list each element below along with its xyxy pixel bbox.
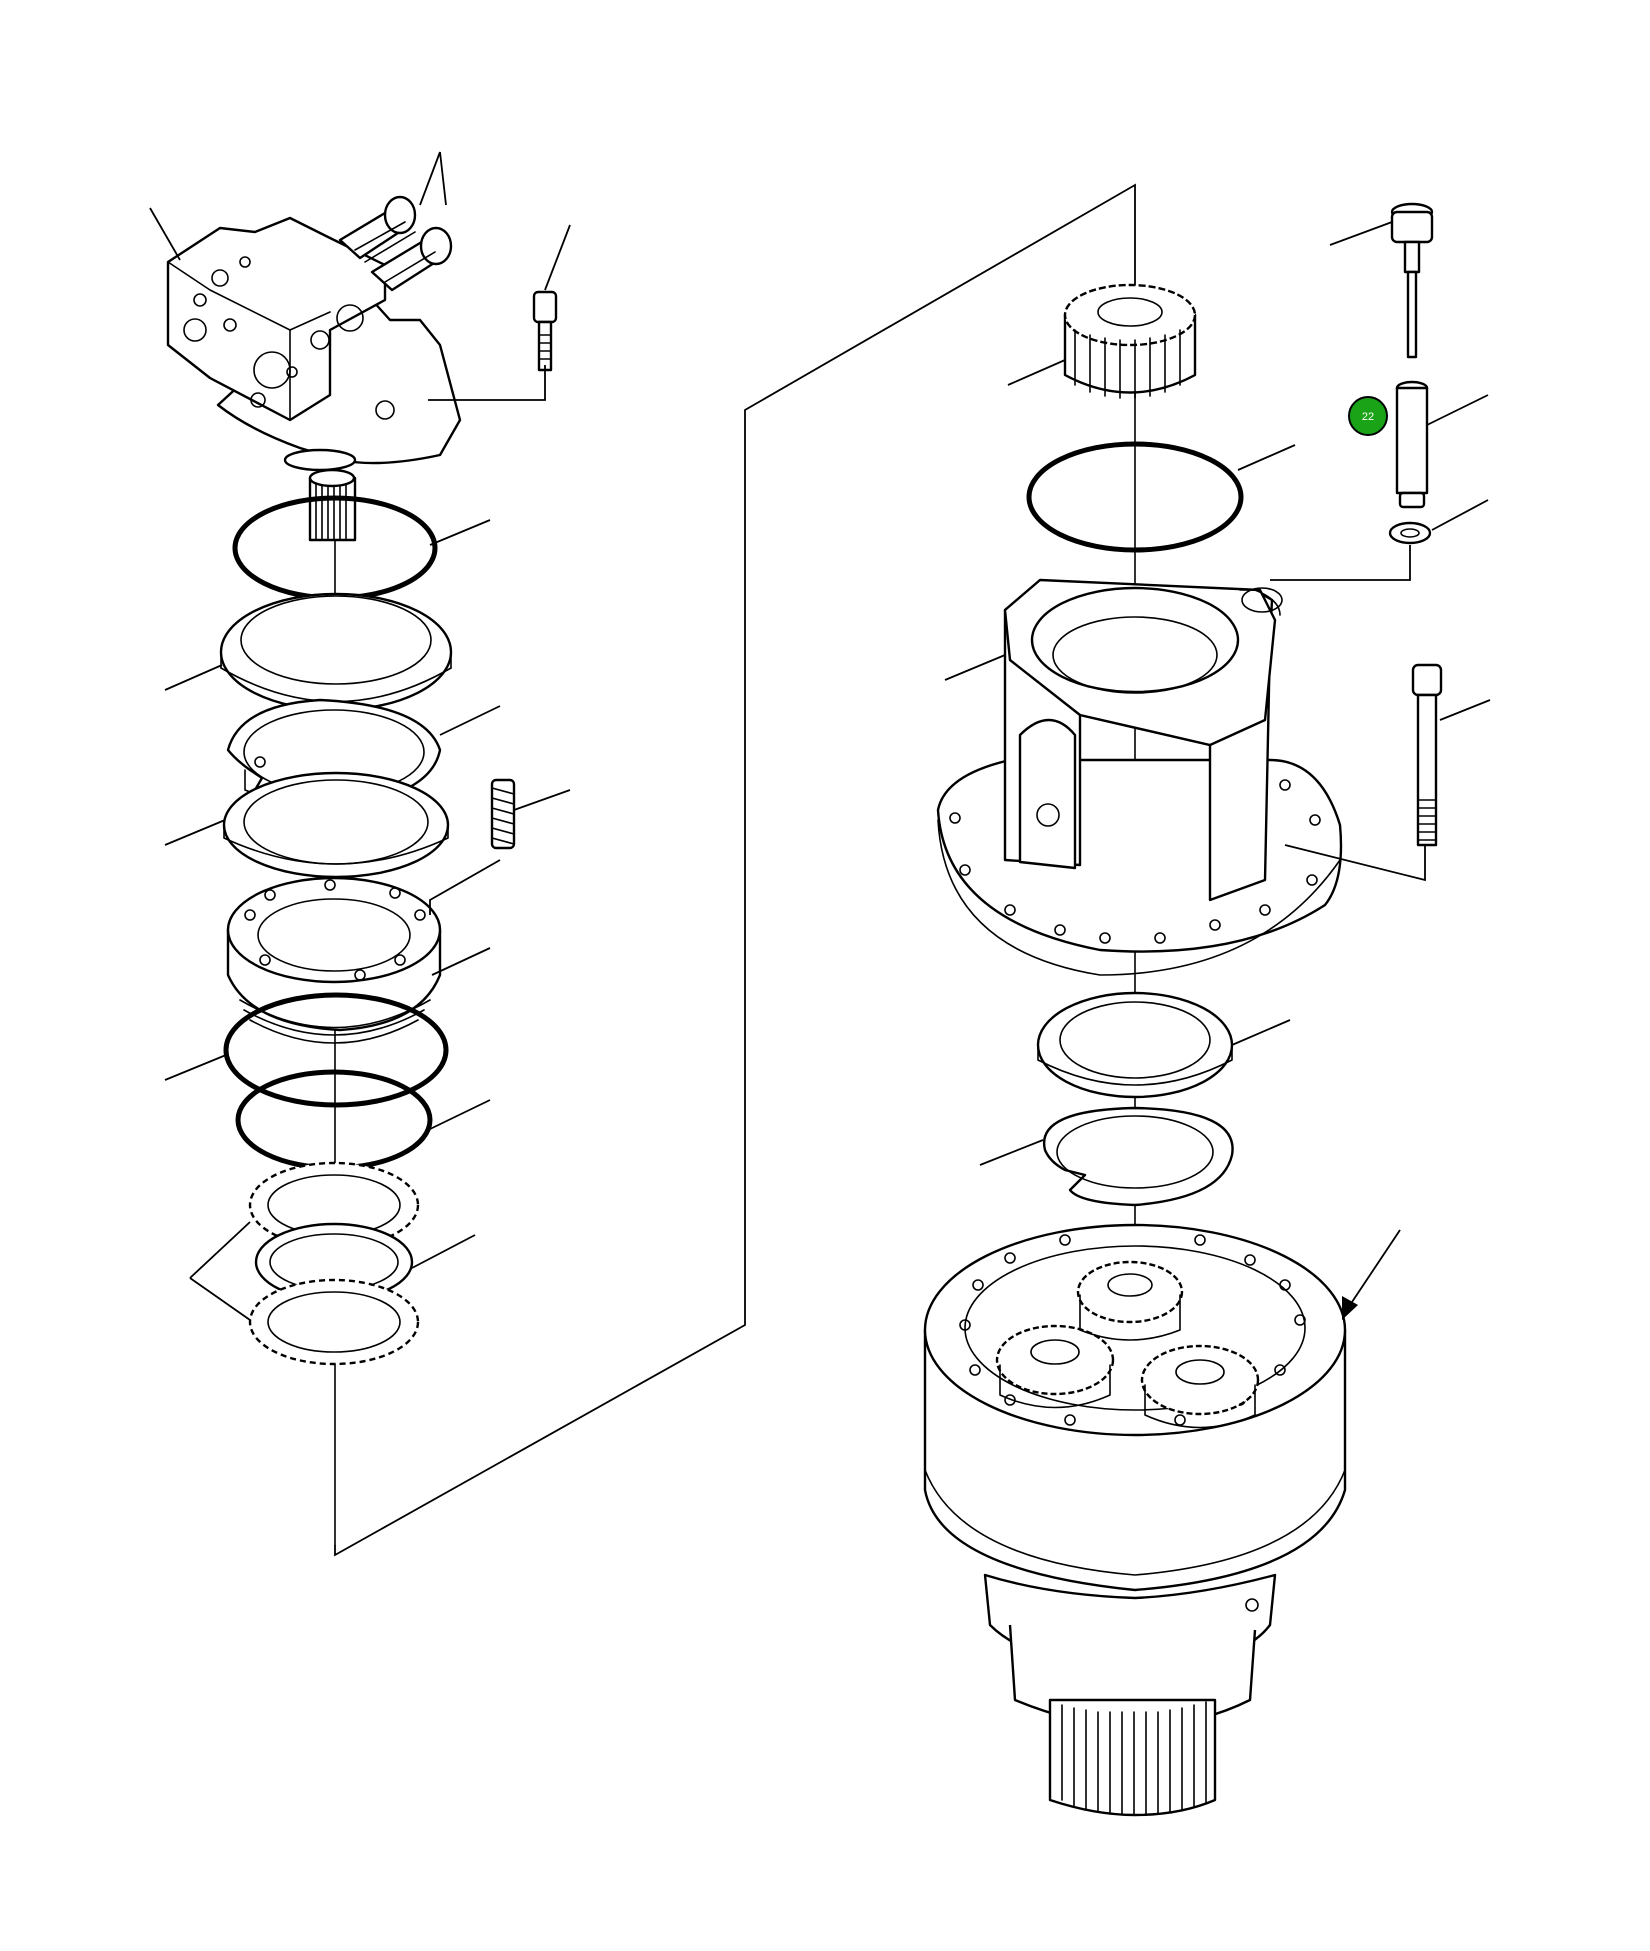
left-assembly	[149, 151, 571, 1546]
o-ring-gearbox[interactable]	[1026, 441, 1244, 553]
planet-gear-right[interactable]	[1140, 1344, 1260, 1429]
callout-22[interactable]: 22	[1348, 396, 1388, 436]
motor-pinion[interactable]	[308, 468, 357, 542]
hydraulic-fittings[interactable]	[338, 195, 453, 292]
thrust-washer-gearbox[interactable]	[1036, 991, 1234, 1099]
brake-housing[interactable]	[226, 876, 442, 1044]
gear-case-housing[interactable]	[936, 578, 1343, 976]
callout-22-label: 22	[1362, 411, 1374, 423]
o-ring-middle[interactable]	[223, 992, 449, 1108]
arrowhead	[1342, 1296, 1358, 1320]
mounting-bolt[interactable]	[1411, 663, 1443, 847]
level-gauge-plug[interactable]	[1390, 202, 1434, 359]
sun-gear[interactable]	[1063, 283, 1197, 399]
right-assembly: 22	[923, 202, 1491, 1817]
cap-screw-upper[interactable]	[532, 290, 558, 372]
friction-plate-lower[interactable]	[248, 1278, 420, 1366]
planet-gear-left[interactable]	[995, 1324, 1115, 1409]
o-ring-lower[interactable]	[235, 1069, 433, 1171]
bearing-race[interactable]	[222, 771, 450, 879]
left-leaders	[149, 151, 571, 1321]
compression-spring[interactable]	[490, 778, 516, 850]
gauge-tube[interactable]	[1395, 380, 1429, 509]
gauge-washer[interactable]	[1388, 521, 1432, 545]
assembly-connector-line	[334, 183, 1136, 1557]
thrust-ring-upper[interactable]	[219, 592, 453, 712]
snap-ring-gearbox[interactable]	[1042, 1106, 1234, 1207]
hydraulic-motor[interactable]	[166, 216, 462, 472]
right-leaders	[944, 221, 1491, 1320]
planet-gear-center[interactable]	[1076, 1260, 1184, 1341]
